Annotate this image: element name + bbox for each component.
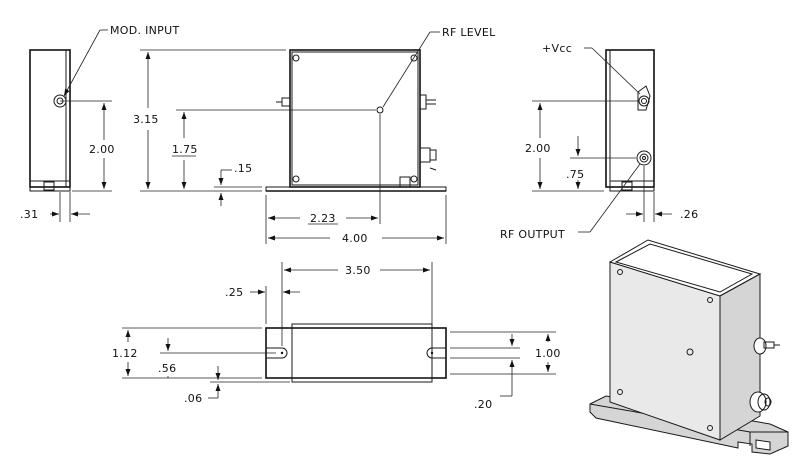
slot-center-dim: .56: [158, 362, 176, 375]
base-width-dim: 1.12: [112, 347, 138, 360]
slot-edge-dim: .06: [184, 392, 202, 405]
base-thickness-dim: .15: [234, 162, 252, 175]
left-offset-dim: .31: [20, 208, 38, 221]
rf-level-adjust-icon: [686, 348, 694, 356]
slot-spacing-dim: 3.50: [345, 264, 371, 277]
right-lower-dim: .75: [566, 168, 584, 181]
rf-output-connector-icon: [636, 150, 652, 166]
screw-icon: [292, 175, 300, 183]
slot-offset-dim: .25: [225, 286, 243, 299]
right-offset-dim: .26: [680, 208, 698, 221]
screw-icon: [707, 297, 713, 303]
body-width-dim: 1.00: [535, 347, 561, 360]
mounting-slot-left: [266, 347, 288, 359]
screw-icon: [410, 54, 418, 62]
screw-icon: [617, 389, 623, 395]
screw-icon: [617, 269, 623, 275]
base-length-dim: 4.00: [342, 232, 368, 245]
rf-level-height-dim: 1.75: [172, 143, 198, 156]
vcc-connector-icon: [638, 95, 650, 107]
mod-input-label: MOD. INPUT: [110, 24, 180, 37]
bottom-view: 3.50 .25 1.12 .56 .06 1.00 .20: [112, 262, 561, 411]
rf-level-offset-dim: 2.23: [310, 212, 336, 225]
rf-level-adjust-icon: [376, 106, 384, 114]
isometric-view: [589, 239, 789, 455]
screw-icon: [292, 54, 300, 62]
screw-icon: [410, 175, 418, 183]
right-height-dim: 2.00: [525, 142, 551, 155]
left-side-view: MOD. INPUT 2.00 .31: [20, 24, 180, 222]
front-view: RF LEVEL 3.15 1.75 .15 2.23 4.00: [133, 26, 496, 245]
rf-output-label: RF OUTPUT: [500, 228, 565, 241]
vcc-label: +Vcc: [542, 42, 572, 55]
rf-level-label: RF LEVEL: [442, 26, 496, 39]
right-side-view: +Vcc RF OUTPUT 2.00 .75 .26: [500, 42, 698, 241]
body-offset-dim: .20: [474, 398, 492, 411]
left-height-dim: 2.00: [89, 143, 115, 156]
screw-icon: [707, 425, 713, 431]
vcc-connector-icon: [753, 337, 767, 355]
front-height-dim: 3.15: [133, 113, 159, 126]
mounting-slot-right: [426, 347, 446, 359]
